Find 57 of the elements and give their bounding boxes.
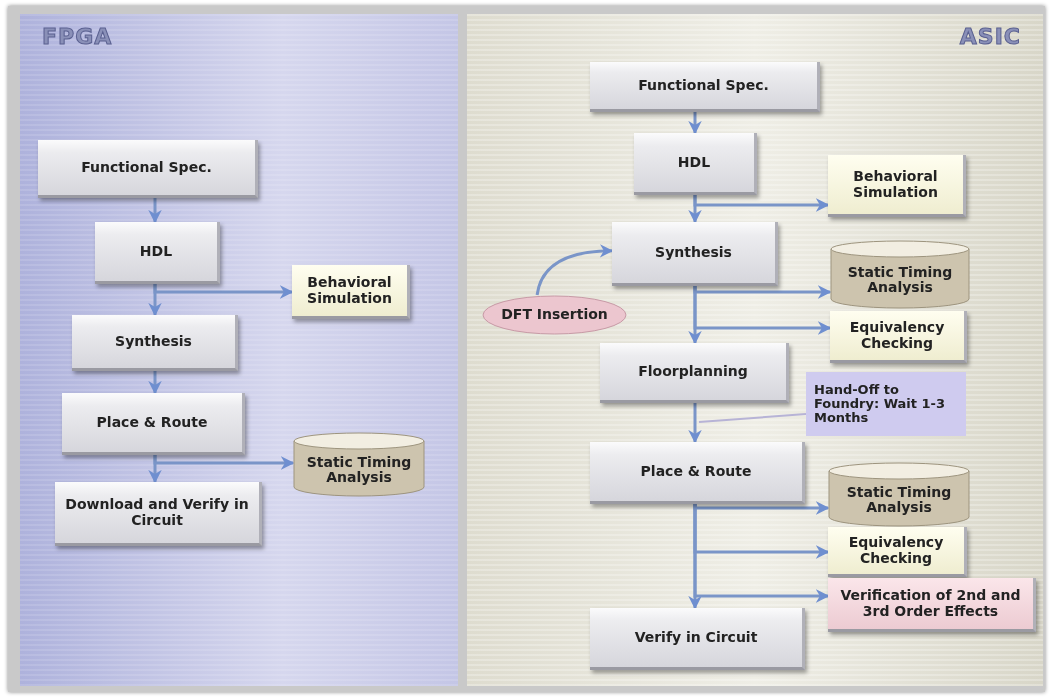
database-cylinder	[293, 432, 425, 496]
node-label: Synthesis	[115, 333, 192, 350]
arrow	[535, 244, 614, 296]
process-box	[600, 343, 789, 403]
node-label: Verify in Circuit	[634, 629, 758, 646]
node-label: HDL	[139, 243, 173, 260]
panel-heading: ASIC	[959, 24, 1021, 49]
arrow	[688, 112, 702, 135]
process-box	[830, 311, 967, 363]
leader-line	[698, 413, 807, 423]
process-box	[38, 140, 258, 198]
database-cylinder	[830, 240, 970, 308]
arrow	[148, 198, 162, 224]
process-box	[95, 222, 220, 284]
node-label: Synthesis	[655, 244, 732, 261]
node-label: Static Timing Analysis	[846, 262, 954, 296]
node-label: Floorplanning	[638, 363, 748, 380]
process-box	[72, 315, 238, 371]
node-label: Behavioral Simulation	[852, 169, 939, 200]
note-box	[806, 372, 966, 436]
arrow	[153, 284, 294, 299]
node-label: Static Timing Analysis	[845, 482, 953, 516]
process-box	[590, 442, 805, 504]
arrow	[148, 371, 162, 395]
process-box	[612, 222, 778, 286]
node-label: DFT Insertion	[501, 307, 608, 323]
process-box	[55, 482, 262, 546]
process-box	[828, 155, 966, 217]
database-cylinder	[828, 462, 970, 526]
arrow	[693, 504, 830, 603]
arrow	[153, 455, 295, 470]
node-label: Functional Spec.	[81, 159, 212, 176]
node-label: Equivalency Checking	[847, 535, 945, 566]
arrow	[688, 403, 702, 444]
process-box	[62, 393, 245, 455]
node-label: Hand-Off to Foundry: Wait 1-3 Months	[814, 382, 947, 426]
node-label: Verification of 2nd and 3rd Order Effects	[839, 588, 1022, 619]
node-label: Behavioral Simulation	[306, 275, 393, 306]
process-box	[590, 608, 805, 670]
process-box	[292, 265, 410, 319]
arrow	[693, 195, 830, 212]
arrow	[693, 286, 832, 335]
node-label: Functional Spec.	[638, 77, 769, 94]
panel	[467, 14, 1043, 686]
process-box	[828, 578, 1036, 632]
panel-heading: FPGA	[42, 24, 113, 49]
node-label: Place & Route	[96, 414, 208, 431]
node-label: HDL	[677, 154, 711, 171]
panel	[20, 14, 458, 686]
node-label: Download and Verify in Circuit	[64, 497, 250, 528]
node-label: Static Timing Analysis	[305, 452, 413, 486]
process-box	[828, 527, 967, 577]
node-label: Equivalency Checking	[848, 320, 946, 351]
process-box	[634, 133, 757, 195]
process-box	[590, 62, 820, 112]
node-label: Place & Route	[640, 463, 752, 480]
ellipse-node	[482, 295, 627, 335]
